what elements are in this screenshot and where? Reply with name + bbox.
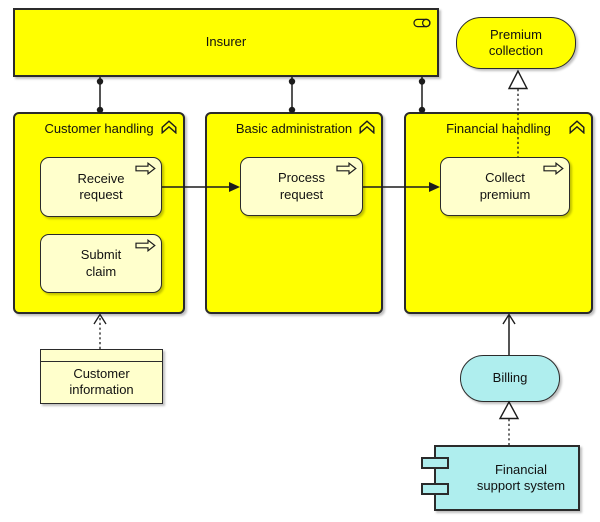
business-function-icon bbox=[569, 120, 585, 139]
node-billing[interactable]: Billing bbox=[460, 355, 560, 402]
node-submit-claim[interactable]: Submit claim bbox=[40, 234, 162, 293]
assignment-insurer-customer-handling[interactable] bbox=[96, 77, 104, 114]
submit-claim-label: Submit claim bbox=[80, 247, 122, 279]
node-receive-request[interactable]: Receive request bbox=[40, 157, 162, 217]
assignment-insurer-financial-handling[interactable] bbox=[418, 77, 426, 114]
business-role-icon bbox=[413, 15, 431, 33]
business-process-icon bbox=[543, 161, 564, 180]
customer-information-label: Customer information bbox=[69, 366, 134, 398]
serving-billing-to-financial-handling[interactable] bbox=[502, 313, 516, 356]
collect-premium-label: Collect premium bbox=[479, 170, 531, 202]
business-function-icon bbox=[161, 120, 177, 139]
customer-handling-label: Customer handling bbox=[44, 121, 154, 136]
assignment-insurer-basic-administration[interactable] bbox=[288, 77, 296, 114]
process-request-label: Process request bbox=[278, 170, 325, 202]
financial-handling-label: Financial handling bbox=[446, 121, 551, 136]
realization-fss-to-billing[interactable] bbox=[498, 400, 520, 445]
financial-support-system-label: Financial support system bbox=[476, 461, 566, 493]
component-lug-icon bbox=[421, 483, 449, 495]
node-insurer[interactable]: Insurer bbox=[13, 8, 439, 77]
business-process-icon bbox=[336, 161, 357, 180]
receive-request-label: Receive request bbox=[77, 170, 125, 202]
component-lug-icon bbox=[421, 457, 449, 469]
node-process-request[interactable]: Process request bbox=[240, 157, 363, 216]
business-process-icon bbox=[135, 238, 156, 257]
insurer-label: Insurer bbox=[205, 34, 247, 50]
business-object-header bbox=[41, 350, 162, 362]
node-collect-premium[interactable]: Collect premium bbox=[440, 157, 570, 216]
node-customer-information[interactable]: Customer information bbox=[40, 349, 163, 404]
business-function-icon bbox=[359, 120, 375, 139]
access-customer-information-to-customer-handling[interactable] bbox=[93, 313, 107, 350]
basic-administration-label: Basic administration bbox=[235, 121, 353, 136]
premium-collection-label: Premium collection bbox=[488, 26, 544, 58]
node-premium-collection[interactable]: Premium collection bbox=[456, 17, 576, 69]
business-process-icon bbox=[135, 161, 156, 180]
node-financial-support-system[interactable]: Financial support system bbox=[434, 445, 580, 511]
billing-label: Billing bbox=[492, 370, 528, 386]
